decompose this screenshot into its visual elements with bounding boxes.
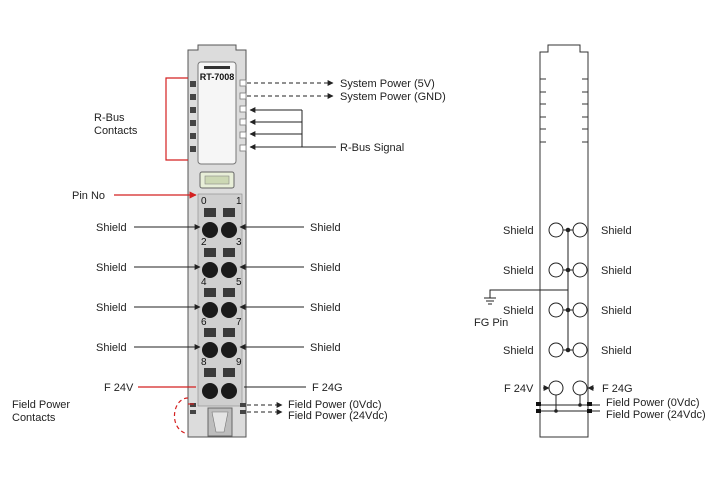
- schematic-shield-left-1: Shield: [503, 225, 534, 237]
- label-bar: [204, 66, 230, 69]
- pin-no-label: Pin No: [72, 190, 105, 202]
- field-power-0v-label: Field Power (0Vdc): [288, 399, 382, 411]
- rbus-signal-label: R-Bus Signal: [340, 142, 404, 154]
- shield-label-left-1: Shield: [96, 222, 127, 234]
- shield-label-left-3: Shield: [96, 302, 127, 314]
- schematic-shield-right-1: Shield: [601, 225, 632, 237]
- shield-label-left-2: Shield: [96, 262, 127, 274]
- field-power-arrows: Field Power (0Vdc) Field Power (24Vdc): [247, 399, 388, 422]
- field-power-contacts-callout: Field Power Contacts: [12, 397, 194, 435]
- field-power-contact-24v: [190, 410, 196, 414]
- rbus-contacts: [190, 81, 196, 152]
- pin-9: 9: [236, 357, 242, 368]
- pin-0: 0: [201, 196, 207, 207]
- system-power-gnd-label: System Power (GND): [340, 91, 446, 103]
- pin-1: 1: [236, 196, 242, 207]
- pin-4: 4: [201, 277, 207, 288]
- system-power-5v-label: System Power (5V): [340, 78, 435, 90]
- field-power-24v-label: Field Power (24Vdc): [288, 410, 388, 422]
- shield-label-right-1: Shield: [310, 222, 341, 234]
- rbus-contacts-label-1: R-Bus: [94, 112, 125, 124]
- schematic-shield-left-3: Shield: [503, 305, 534, 317]
- schematic-f24v-terminal: [548, 380, 564, 396]
- schematic-shield-left-2: Shield: [503, 265, 534, 277]
- schematic-shield-rows: [548, 222, 588, 358]
- shield-label-left-4: Shield: [96, 342, 127, 354]
- schematic-shield-right-3: Shield: [601, 305, 632, 317]
- field-power-contacts-label-1: Field Power: [12, 399, 70, 411]
- fg-pin-label: FG Pin: [474, 317, 508, 329]
- rbus-signal-arrows: R-Bus Signal: [249, 107, 404, 154]
- pin-7: 7: [236, 317, 242, 328]
- schematic: Shield Shield Shield Shield Shield Shiel…: [474, 44, 706, 438]
- terminals: [202, 208, 237, 399]
- system-power-arrows: System Power (5V) System Power (GND): [247, 78, 446, 103]
- rbus-contacts-callout: R-Bus Contacts: [94, 77, 188, 161]
- pin-5: 5: [236, 277, 242, 288]
- schematic-f24g-terminal: [572, 380, 588, 396]
- f24v-label: F 24V: [104, 382, 134, 394]
- field-power-contacts-label-2: Contacts: [12, 412, 56, 424]
- right-notches: [239, 79, 247, 152]
- schematic-shield-right-2: Shield: [601, 265, 632, 277]
- module-model: RT-7008: [200, 72, 235, 82]
- field-power-contact-0v: [190, 403, 196, 407]
- io-module: RT-7008 0 1 2 3 4 5 6: [187, 44, 247, 438]
- pin-2: 2: [201, 237, 207, 248]
- schematic-f24g-label: F 24G: [602, 383, 633, 395]
- pin-8: 8: [201, 357, 207, 368]
- schematic-shield-right-4: Shield: [601, 345, 632, 357]
- schematic-shield-left-4: Shield: [503, 345, 534, 357]
- schematic-field-power-0v-label: Field Power (0Vdc): [606, 397, 700, 409]
- schematic-field-power-24v-label: Field Power (24Vdc): [606, 409, 706, 421]
- shield-callouts: Shield Shield Shield Shield Shield Shiel…: [96, 222, 341, 354]
- rbus-contacts-label-2: Contacts: [94, 125, 138, 137]
- label-panel: [197, 61, 237, 165]
- schematic-outline: [539, 44, 589, 438]
- pin-3: 3: [236, 237, 242, 248]
- shield-label-right-4: Shield: [310, 342, 341, 354]
- pin-6: 6: [201, 317, 207, 328]
- shield-label-right-3: Shield: [310, 302, 341, 314]
- schematic-f24v-label: F 24V: [504, 383, 534, 395]
- f24g-label: F 24G: [312, 382, 343, 394]
- pin-no-callout: Pin No: [72, 190, 197, 202]
- ground-icon: [484, 289, 568, 305]
- field-power-terminals: F 24V F 24G: [104, 382, 343, 394]
- shield-label-right-2: Shield: [310, 262, 341, 274]
